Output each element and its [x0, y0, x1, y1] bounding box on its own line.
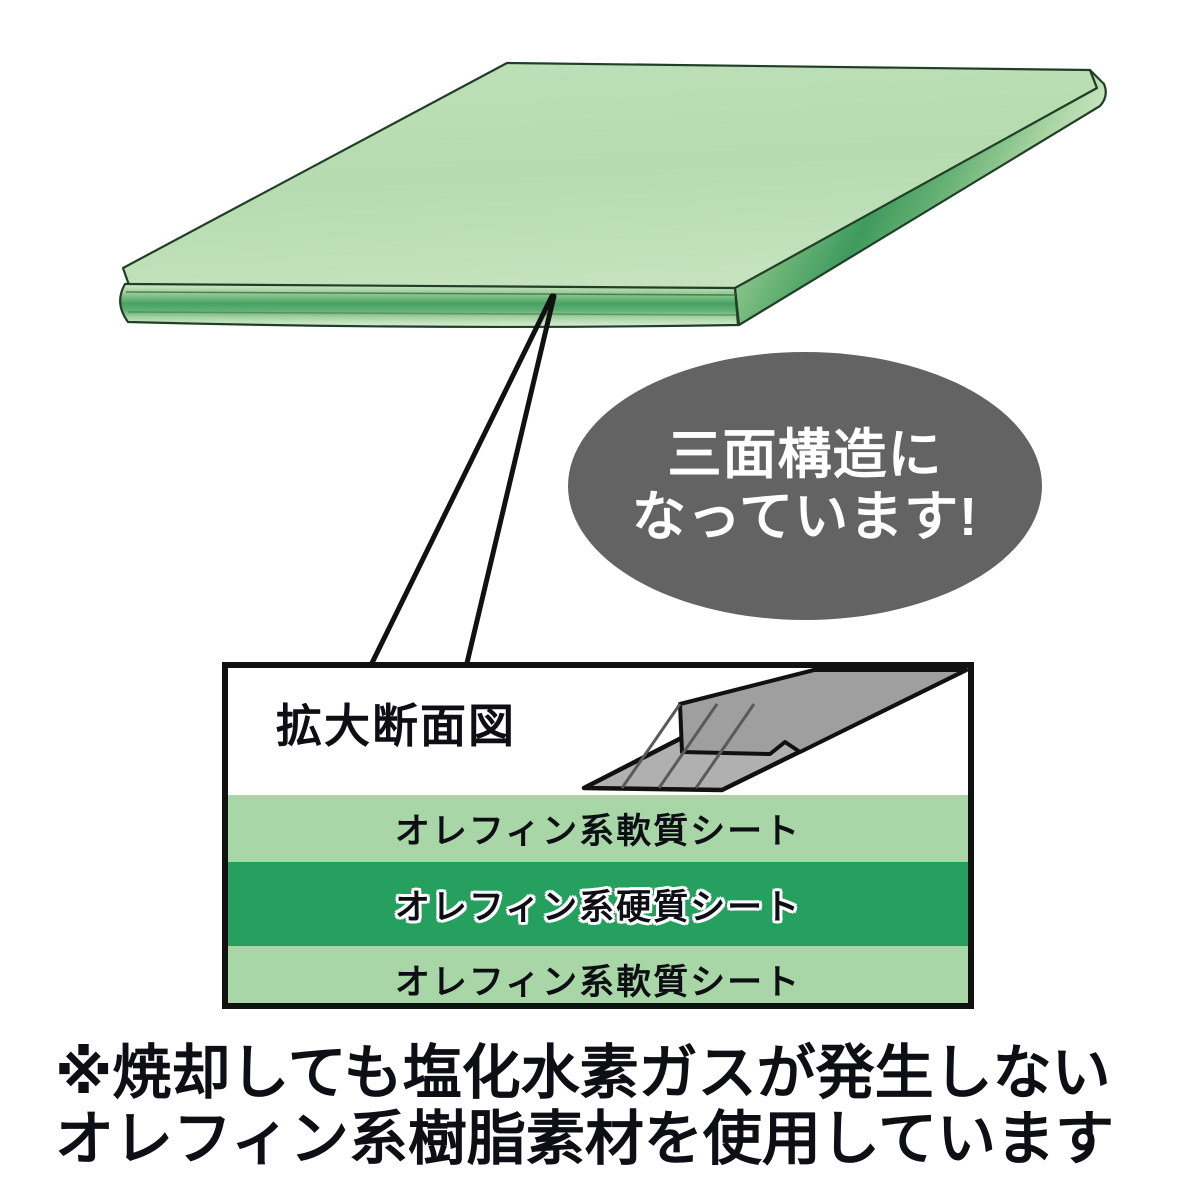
layer-label: オレフィン系軟質シート	[394, 812, 802, 851]
sheet-right-edge	[733, 68, 1107, 327]
three-layer-sheet-illustration	[119, 61, 1107, 329]
cross-section-title: 拡大断面図	[276, 700, 516, 752]
layer-soft-bottom: オレフィン系軟質シート	[228, 946, 968, 1003]
layer-label: オレフィン系軟質シート	[394, 963, 802, 1002]
layer-label: オレフィン系硬質シート	[394, 887, 802, 927]
layer-soft-top: オレフィン系軟質シート	[228, 795, 968, 862]
layer-hard-middle: オレフィン系硬質シート	[228, 862, 968, 946]
callout-line-1: 三面構造に	[667, 424, 943, 485]
utility-knife-blade-icon	[581, 668, 968, 793]
footer-note: ※焼却しても塩化水素ガスが発生しない オレフィン系樹脂素材を使用しています	[55, 1040, 1165, 1172]
footer-line-2: オレフィン系樹脂素材を使用しています	[55, 1106, 1115, 1173]
callout-line-2: なっています!	[631, 487, 979, 547]
cross-section-box: 拡大断面図 オレフィン系軟質シート オレフィン系硬質シート オレフィン系軟質シー…	[222, 662, 974, 1009]
callout-bubble: 三面構造に なっています!	[568, 352, 1042, 620]
sheet-front-edge	[119, 282, 740, 329]
footer-line-1: ※焼却しても塩化水素ガスが発生しない	[55, 1040, 1111, 1106]
cross-section-header: 拡大断面図	[228, 668, 968, 795]
